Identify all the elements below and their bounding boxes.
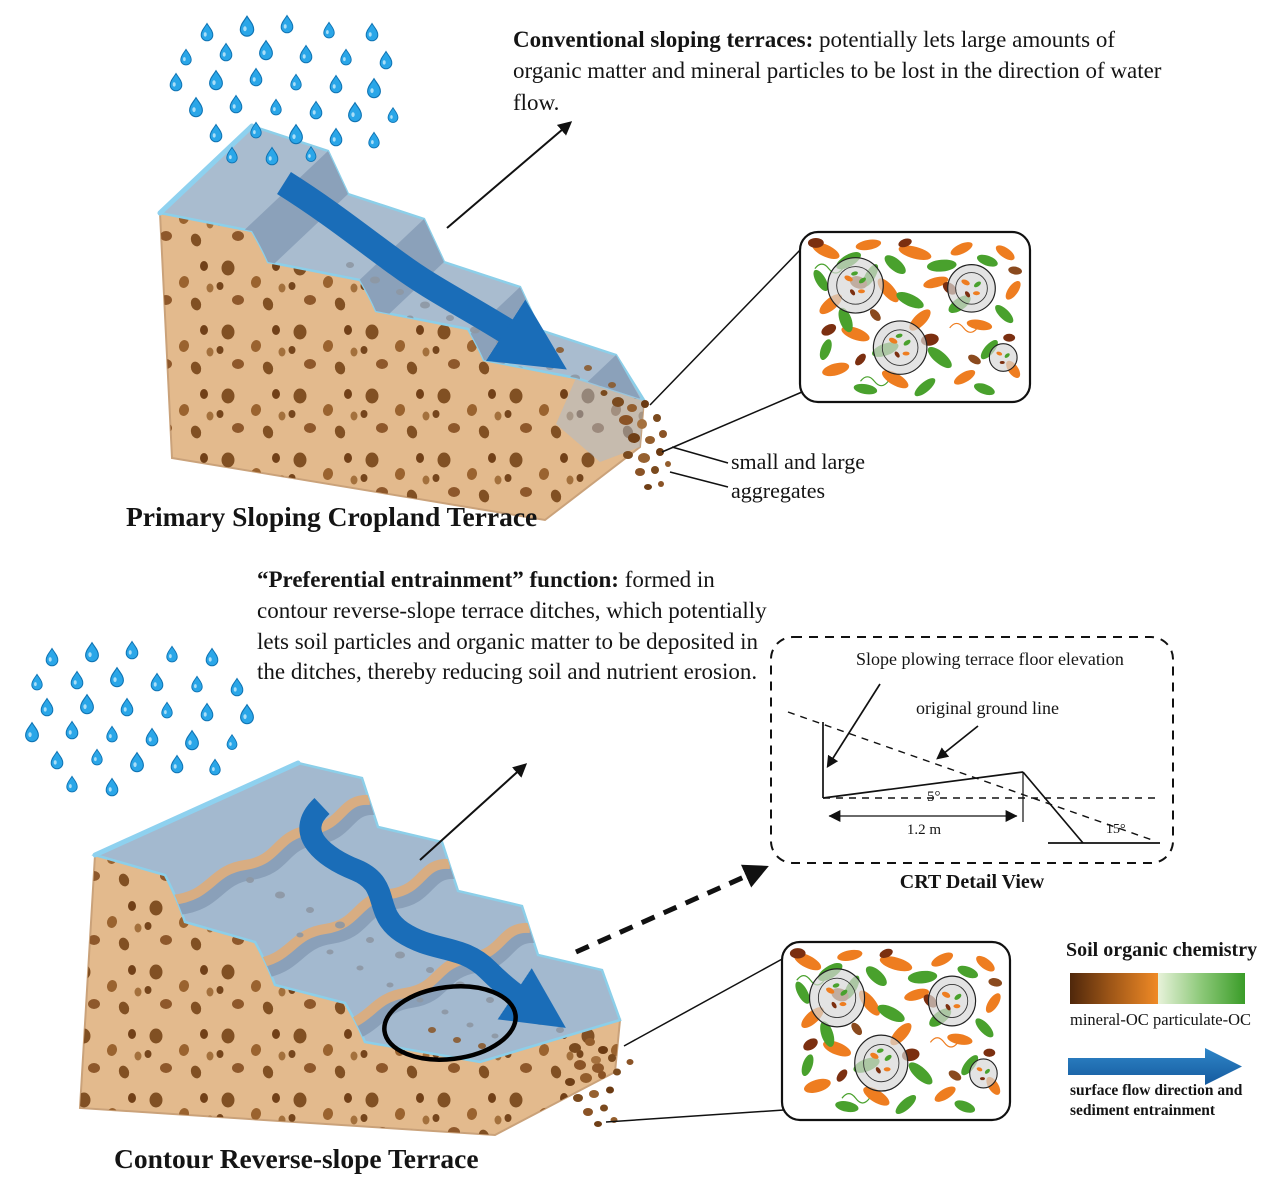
crt-hill-slope-angle: 15° — [1106, 822, 1126, 837]
legend-title: Soil organic chemistry — [1066, 939, 1258, 961]
bottom-terrace-water-edge — [92, 760, 301, 858]
crt-floor-elevation-label: Slope plowing terrace floor elevation — [856, 649, 1124, 669]
bottom-annotation-arrow — [419, 763, 528, 861]
crt-detail-dashed-arrow — [574, 864, 769, 955]
bottom-terrace-ridges — [171, 794, 564, 1049]
top-terrace-illustration — [157, 123, 671, 522]
top-annotation-arrow — [446, 121, 573, 229]
legend-particulate-label: particulate-OC — [1153, 1010, 1252, 1029]
bottom-annotation-lead: “Preferential entrainment” function: — [257, 567, 619, 592]
bottom-flow-arrow — [299, 797, 566, 1028]
particulate-oc-gradient-bar — [1158, 973, 1245, 1004]
top-aggregates-detail-box — [798, 230, 1032, 404]
top-terrace-title: Primary Sloping Cropland Terrace — [126, 501, 538, 532]
top-terrace-water-edge — [157, 123, 255, 216]
top-sediment-pile — [600, 390, 671, 490]
bottom-annotation-body: formed in contour reverse-slope terrace … — [257, 567, 767, 685]
top-flow-arrow — [277, 172, 567, 370]
crt-original-ground-label: original ground line — [916, 698, 1059, 718]
bottom-annotation: “Preferential entrainment” function: for… — [257, 565, 781, 688]
bottom-aggregates-detail-box — [780, 940, 1012, 1122]
bottom-terrace-title: Contour Reverse-slope Terrace — [114, 1143, 479, 1174]
legend-flow-label: surface flow direction and sediment entr… — [1070, 1082, 1243, 1120]
aggregates-label: small and large aggregates — [731, 449, 865, 504]
mineral-oc-gradient-bar — [1070, 973, 1158, 1004]
ditch-highlight-ellipse — [382, 984, 518, 1062]
crt-detail-view — [770, 636, 1174, 864]
top-annotation: Conventional sloping terraces: potential… — [513, 24, 1175, 118]
crt-detail-border — [770, 636, 1174, 864]
top-annotation-body: potentially lets large amounts of organi… — [513, 27, 1162, 115]
top-detail-connectors — [649, 247, 803, 488]
top-annotation-lead: Conventional sloping terraces: — [513, 27, 814, 52]
bottom-terrace-illustration — [78, 760, 634, 1137]
legend-mineral-label: mineral-OC — [1070, 1010, 1149, 1029]
soil-organic-chemistry-legend — [1068, 973, 1245, 1085]
bottom-sediment-pile — [565, 1038, 634, 1127]
crt-detail-caption: CRT Detail View — [899, 871, 1045, 893]
crt-terrace-width: 1.2 m — [906, 822, 942, 838]
crt-detail-lines — [787, 683, 1160, 844]
raindrops-bottom — [25, 641, 254, 797]
crt-reverse-slope-angle: 5° — [927, 789, 941, 805]
surface-flow-legend-arrow — [1068, 1048, 1242, 1085]
bottom-detail-connectors — [605, 957, 785, 1123]
